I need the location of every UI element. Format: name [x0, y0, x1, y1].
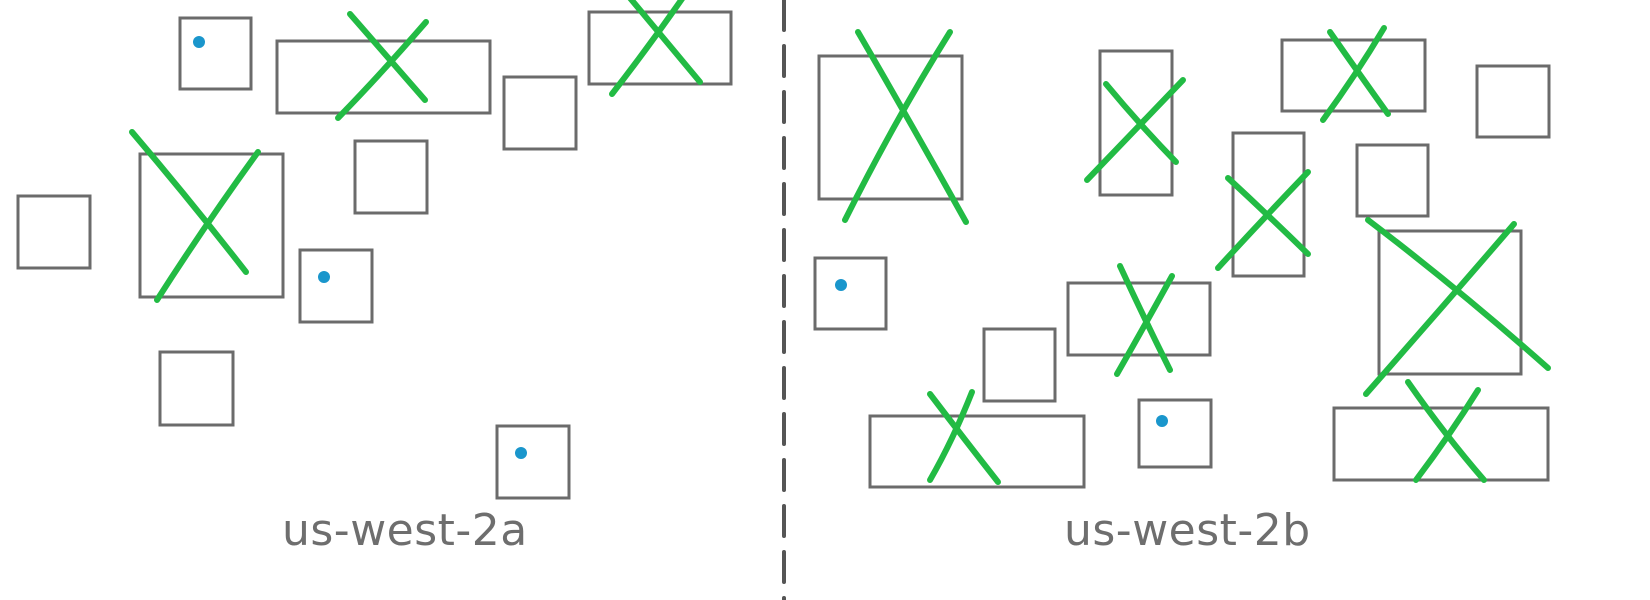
instance-box	[16, 194, 92, 270]
instance-box	[1355, 143, 1430, 218]
cross-mark	[927, 389, 1001, 485]
zone-label-us-west-2a: us-west-2a	[282, 505, 528, 556]
instance-box	[158, 350, 235, 427]
instance-box-crossed	[817, 54, 964, 201]
instance-box-crossed	[275, 39, 492, 115]
cross-mark	[335, 11, 429, 121]
blue-dot-marker	[193, 36, 205, 48]
cross-mark	[1320, 25, 1391, 123]
instance-box-crossed	[1280, 38, 1427, 113]
instance-box-dot	[1137, 398, 1213, 469]
instance-box	[1475, 64, 1551, 139]
cross-mark	[1215, 169, 1311, 271]
instance-box-crossed	[138, 152, 285, 299]
cross-mark	[1405, 379, 1487, 483]
blue-dot-marker	[835, 279, 847, 291]
blue-dot-marker	[318, 271, 330, 283]
blue-dot-marker	[1156, 415, 1168, 427]
instance-box-crossed	[1332, 406, 1550, 482]
instance-box-crossed	[587, 10, 733, 86]
zone-label-us-west-2b: us-west-2b	[1064, 505, 1311, 556]
instance-box-dot	[178, 16, 253, 91]
cross-mark	[1084, 77, 1186, 183]
cross-mark	[1114, 263, 1175, 377]
cross-mark	[1363, 217, 1551, 397]
instance-box-dot	[495, 424, 571, 500]
instance-box-crossed	[1098, 49, 1174, 197]
zone-a-group	[16, 0, 733, 500]
cross-mark	[129, 129, 261, 303]
instance-box-crossed	[868, 414, 1086, 489]
cross-mark	[842, 29, 969, 225]
blue-dot-marker	[515, 447, 527, 459]
cross-mark	[609, 0, 703, 97]
instance-box	[502, 75, 578, 151]
instance-box-dot	[813, 256, 888, 331]
instance-box-crossed	[1066, 281, 1212, 357]
instance-box	[982, 327, 1057, 403]
instance-box-crossed	[1231, 131, 1306, 278]
instance-box	[353, 139, 429, 215]
instance-box-dot	[298, 248, 374, 324]
instance-box-crossed	[1377, 229, 1523, 376]
zone-b-group	[813, 25, 1551, 489]
